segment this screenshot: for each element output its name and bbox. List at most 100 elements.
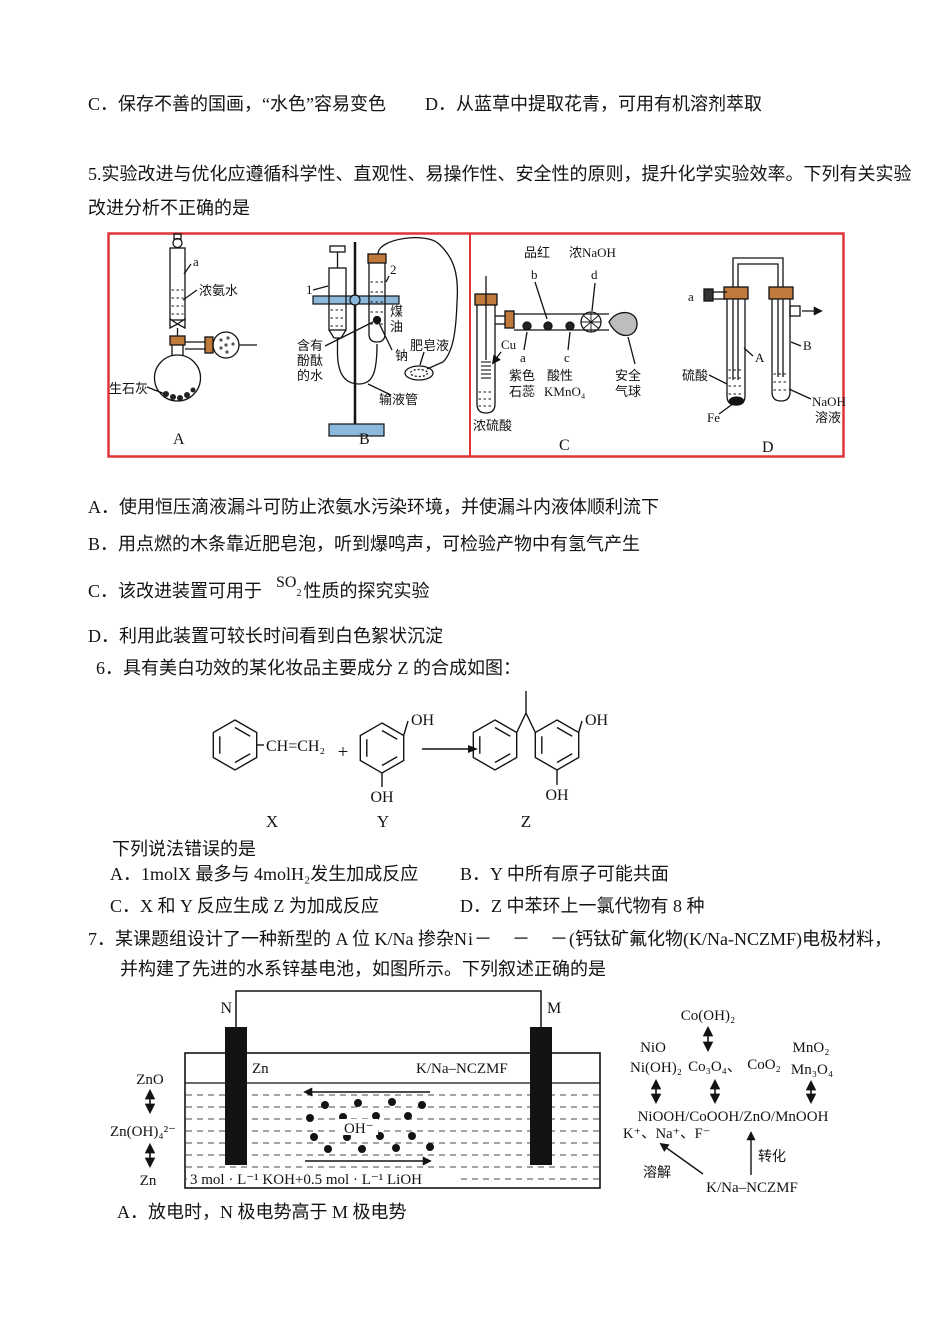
- vinyl-group: CH=CH₂: [266, 738, 325, 755]
- label-syringe-1: 1: [306, 282, 313, 297]
- mno2-label: MnO₂: [793, 1040, 830, 1056]
- dissolve-arrow: [659, 1142, 704, 1175]
- molecule-y-label: Y: [377, 812, 389, 831]
- apparatus-a-caption: A: [173, 431, 185, 448]
- q7-stem-post: (钙钛矿氟化物(K/Na-NCZMF)电极材料，: [569, 929, 892, 949]
- label-tube-2: 2: [390, 262, 397, 277]
- label-b-cotton: b: [531, 267, 538, 282]
- label-a-port: a: [688, 289, 694, 304]
- label-kerosene-2: 油: [390, 319, 403, 334]
- oh-bottom-y: OH: [370, 789, 394, 806]
- q5-apparatus-figure: a 浓氨水 生石灰 A: [107, 232, 846, 458]
- label-tube-B: B: [803, 338, 812, 353]
- electrolyte-label: 3 mol · L⁻¹ KOH+0.5 mol · L⁻¹ LiOH: [190, 1172, 422, 1188]
- cathode-label: K/Na–NCZMF: [416, 1061, 508, 1077]
- q7-perovskite-formula: Ni－ － －: [454, 929, 569, 949]
- benzene-ring-y: [359, 722, 405, 774]
- plus-sign: +: [338, 742, 349, 763]
- q7-battery-diagram: N M OH⁻ Zn K/Na–NCZMF 3 mol · L⁻¹ KOH+0.…: [110, 990, 601, 1189]
- label-soap: 肥皂液: [410, 338, 449, 353]
- molecule-z-label: Z: [521, 812, 531, 831]
- ions-label: K⁺、Na⁺、F⁻: [623, 1126, 710, 1142]
- q6-synthesis-figure: CH=CH₂ + OH OH OH OH X Y Z: [212, 691, 609, 831]
- kna-nczmf-label: K/Na–NCZMF: [706, 1180, 798, 1196]
- apparatus-c-caption: C: [559, 437, 570, 454]
- zn-species-label: Zn: [140, 1173, 157, 1189]
- label-phenol-2: 酚酞: [297, 353, 323, 368]
- mn3o4-label: Mn₃O₄: [791, 1062, 833, 1078]
- zincate-label: Zn(OH)₄²⁻: [110, 1124, 176, 1140]
- q5-option-b: B．用点燃的木条靠近肥皂泡，听到爆鸣声，可检验产物中有氢气产生: [88, 534, 641, 554]
- label-sodium: 钠: [395, 348, 408, 363]
- ni-oh2-label: Ni(OH)₂: [630, 1060, 682, 1076]
- label-conc-naoh: 浓NaOH: [569, 245, 616, 260]
- label-conc-h2so4: 浓硫酸: [473, 418, 512, 433]
- label-acid-kmno4-2: KMnO₄: [544, 384, 586, 399]
- label-ammonia: 浓氨水: [199, 283, 238, 298]
- apparatus-c-drawing: [474, 276, 638, 414]
- label-safety-1: 安全: [615, 368, 641, 383]
- label-kerosene-1: 煤: [390, 304, 403, 319]
- label-tube-A: A: [755, 350, 765, 365]
- zn-electrode-bar: [225, 1027, 247, 1165]
- q5-option-c-post: 性质的探究实验: [303, 581, 430, 601]
- q5-option-c-pre: C．该改进装置可用于: [88, 581, 263, 601]
- circuit-wire: [235, 990, 542, 1027]
- apparatus-b-drawing: [312, 237, 459, 437]
- q7-option-a: A．放电时，N 极电势高于 M 极电势: [117, 1202, 407, 1222]
- figure-border: [107, 232, 845, 458]
- label-cu: Cu: [501, 337, 517, 352]
- q4-option-c: C．保存不善的国画，“水色”容易变色: [88, 94, 386, 114]
- q5-stem-line2: 改进分析不正确的是: [88, 198, 250, 218]
- zno-label: ZnO: [136, 1072, 164, 1088]
- co3o4-label: Co₃O₄、: [688, 1059, 742, 1075]
- label-naoh-solution-1: NaOH: [812, 394, 846, 409]
- oh-bottom-z: OH: [545, 787, 569, 804]
- electrode-m-label: M: [547, 1000, 561, 1017]
- label-safety-2: 气球: [615, 384, 641, 399]
- q7-stem-line2: 并构建了先进的水系锌基电池，如图所示。下列叙述正确的是: [120, 959, 606, 979]
- label-d-ball: d: [591, 267, 598, 282]
- q7-stem-line1: 7．某课题组设计了一种新型的 A 位 K/Na 掺杂Ni－ － －(钙钛矿氟化物…: [88, 928, 892, 951]
- q6-option-a: A．1molX 最多与 4molH₂发生加成反应: [110, 864, 419, 884]
- hydroxide-ion-label: OH⁻: [344, 1121, 374, 1137]
- coo2-label: CoO₂: [747, 1057, 781, 1073]
- label-sulfuric: 硫酸: [682, 368, 708, 383]
- benzene-ring-x: [212, 719, 258, 771]
- q5-option-d: D．利用此装置可较长时间看到白色絮状沉淀: [88, 626, 443, 646]
- electrode-n-label: N: [220, 1000, 232, 1017]
- label-naoh-solution-2: 溶液: [815, 410, 841, 425]
- nio-label: NiO: [640, 1040, 666, 1056]
- label-phenol-3: 的水: [297, 368, 323, 383]
- ncmzf-electrode-bar: [530, 1027, 552, 1165]
- label-infusion-tube: 输液管: [379, 392, 418, 407]
- label-litmus-2: 石蕊: [509, 384, 535, 399]
- label-a-funnel: a: [193, 254, 199, 269]
- oxyhydroxide-row: NiOOH/CoOOH/ZnO/MnOOH: [638, 1109, 829, 1125]
- q5-stem-line1: 5.实验改进与优化应遵循科学性、直观性、易操作性、安全性的原则，提升化学实验效率…: [88, 164, 912, 184]
- apparatus-d-caption: D: [762, 439, 774, 456]
- benzene-ring-z-right: [534, 719, 580, 771]
- label-a-cotton: a: [520, 350, 526, 365]
- oh-top-y: OH: [411, 712, 435, 729]
- transform-label: 转化: [758, 1149, 786, 1165]
- label-acid-kmno4-1: 酸性: [547, 368, 573, 383]
- label-c-cotton: c: [564, 350, 570, 365]
- label-phenol-1: 含有: [297, 338, 323, 353]
- apparatus-b-caption: B: [359, 431, 370, 448]
- so2-formula: SO2: [276, 574, 302, 599]
- q6-stem: 6．具有美白功效的某化妆品主要成分 Z 的合成如图：: [96, 658, 521, 678]
- q7-conversion-scheme: Co(OH)₂ NiO Ni(OH)₂ Co₃O₄、 CoO₂ MnO₂ Mn₃…: [623, 1008, 833, 1196]
- q6-option-c: C．X 和 Y 反应生成 Z 为加成反应: [110, 896, 379, 916]
- q7-stem-pre: 7．某课题组设计了一种新型的 A 位 K/Na 掺杂: [88, 929, 454, 949]
- q5-option-a: A．使用恒压滴液漏斗可防止浓氨水污染环境，并使漏斗内液体顺利流下: [88, 497, 659, 517]
- molecule-x-label: X: [266, 812, 278, 831]
- benzene-ring-z-left: [472, 719, 518, 771]
- apparatus-a-drawing: [146, 233, 257, 402]
- apparatus-d-drawing: [703, 257, 823, 415]
- q6-option-b: B．Y 中所有原子可能共面: [460, 864, 669, 884]
- q6-prompt: 下列说法错误的是: [112, 839, 256, 859]
- label-fuchsin: 品红: [524, 245, 550, 260]
- zn-electrode-label: Zn: [252, 1061, 269, 1077]
- label-quicklime: 生石灰: [109, 381, 148, 396]
